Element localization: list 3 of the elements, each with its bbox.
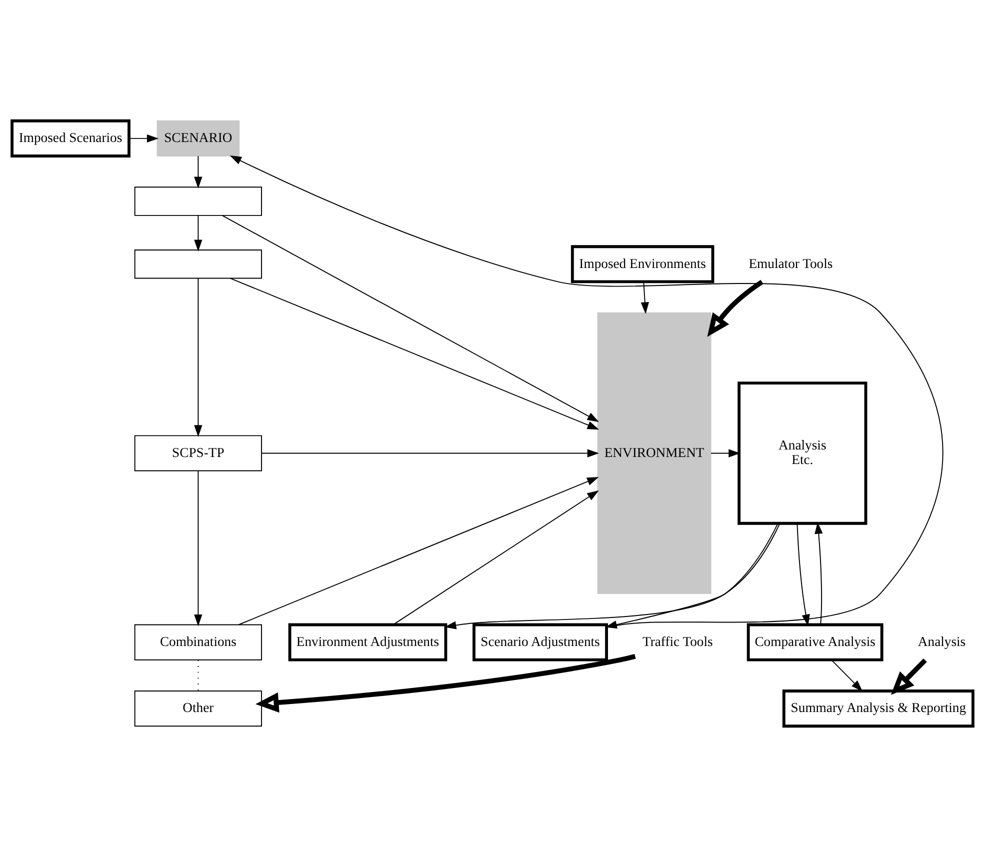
node-text: Emulator Tools [748, 256, 833, 271]
node-text: Analysis [918, 634, 966, 649]
node-text: Traffic Tools [642, 634, 713, 649]
